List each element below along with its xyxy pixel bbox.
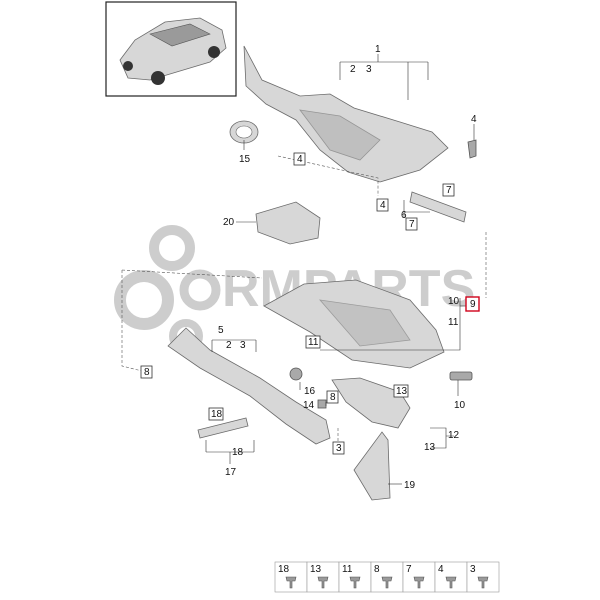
leader-lines <box>121 54 487 485</box>
fastener-icon <box>413 576 425 589</box>
callout-3-box: 3 <box>336 443 342 454</box>
side-sill-5 <box>167 327 331 445</box>
callout-6: 6 <box>401 210 407 221</box>
fastener-legend: 18 13 11 8 7 4 3 <box>274 561 500 593</box>
car-thumbnail <box>105 1 237 97</box>
callout-4-box-a: 4 <box>297 154 303 165</box>
callout-box-4b <box>376 198 389 212</box>
trim-strip-18 <box>197 417 249 439</box>
callout-4-box-b: 4 <box>380 200 386 211</box>
bracket-20 <box>255 201 321 245</box>
grommet-16 <box>289 367 303 381</box>
gear-watermark-icon <box>114 225 221 353</box>
callout-15: 15 <box>239 154 251 165</box>
callouts: 1 2 3 4 4 15 7 4 6 7 20 10 9 11 11 5 2 3… <box>140 44 480 491</box>
callout-5: 5 <box>218 325 224 336</box>
car-thumbnail-icon <box>119 17 227 85</box>
exhaust-trim-15 <box>229 120 259 144</box>
callout-11: 11 <box>448 317 459 328</box>
legend-label: 4 <box>438 564 444 575</box>
callout-box-7b <box>405 217 418 231</box>
callout-box-8b <box>326 390 339 404</box>
callout-10-b: 10 <box>454 400 466 411</box>
callout-box-3 <box>332 441 345 455</box>
callout-19: 19 <box>404 480 416 491</box>
fastener-icon <box>381 576 393 589</box>
callout-16: 16 <box>304 386 316 397</box>
callout-box-13 <box>393 384 409 398</box>
clip-4 <box>467 139 477 159</box>
callout-7-box-a: 7 <box>446 185 452 196</box>
legend-label: 18 <box>278 564 290 575</box>
fastener-10 <box>449 371 473 381</box>
callout-8-box-a: 8 <box>144 367 150 378</box>
legend-label: 11 <box>342 564 353 575</box>
callout-14: 14 <box>303 400 315 411</box>
callout-10: 10 <box>448 296 460 307</box>
callout-7-box-b: 7 <box>409 219 415 230</box>
fastener-icon <box>285 576 297 589</box>
callout-4: 4 <box>471 114 477 125</box>
legend-label: 8 <box>374 564 380 575</box>
fastener-icon <box>349 576 361 589</box>
fastener-icon <box>477 576 489 589</box>
callout-2b: 2 <box>226 340 232 351</box>
legend-label: 3 <box>470 564 476 575</box>
callout-box-11 <box>305 335 321 349</box>
callout-box-18 <box>208 407 224 421</box>
callout-20: 20 <box>223 217 235 228</box>
clip-14 <box>317 399 327 409</box>
callout-box-9-highlighted <box>465 296 480 312</box>
underbody-panel <box>243 45 449 183</box>
legend-label: 13 <box>310 564 322 575</box>
callout-18-box: 18 <box>211 409 223 420</box>
heat-shield-13 <box>331 377 411 429</box>
callout-box-4a <box>293 152 306 166</box>
callout-17: 17 <box>225 467 237 478</box>
callout-11-box: 11 <box>308 337 319 348</box>
callout-box-8a <box>140 365 153 379</box>
center-tray-11 <box>263 279 445 369</box>
callout-9: 9 <box>470 299 476 310</box>
callout-1: 1 <box>375 44 381 55</box>
callout-box-7a <box>442 183 455 197</box>
callout-18: 18 <box>232 447 244 458</box>
legend-label: 7 <box>406 564 412 575</box>
cover-19 <box>353 431 391 501</box>
strip-6 <box>409 191 467 223</box>
callout-12: 12 <box>448 430 460 441</box>
callout-8-box-b: 8 <box>330 392 336 403</box>
fastener-icon <box>317 576 329 589</box>
fastener-icon <box>445 576 457 589</box>
callout-13-box: 13 <box>396 386 408 397</box>
callout-13-b: 13 <box>424 442 436 453</box>
callout-3b: 3 <box>240 340 246 351</box>
callout-2a: 2 <box>350 64 356 75</box>
callout-3a: 3 <box>366 64 372 75</box>
